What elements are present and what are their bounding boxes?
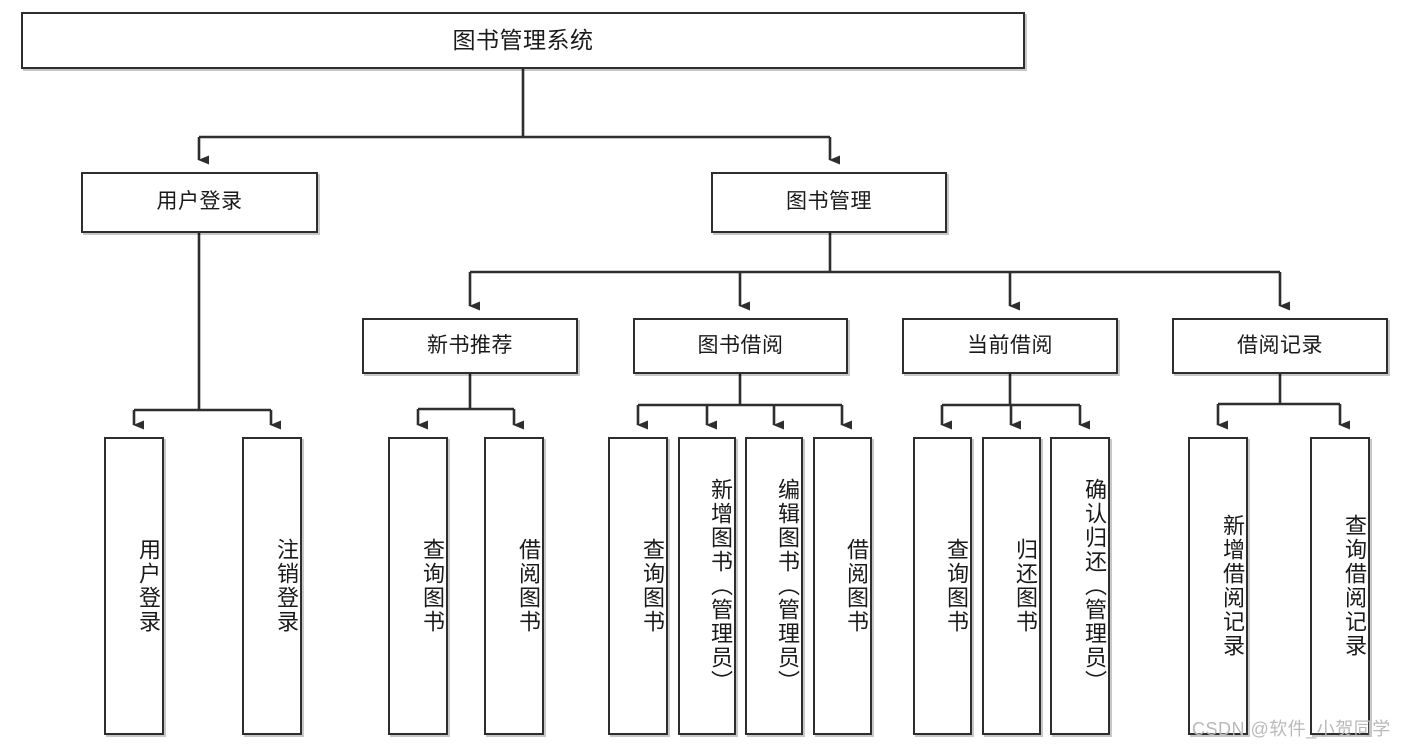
leaf-user-login[interactable]: 用户登录 [104, 437, 164, 735]
leaf-query-book-3-label: 查询图书 [944, 538, 969, 634]
leaf-add-borrow-record[interactable]: 新增借阅记录 [1188, 437, 1248, 735]
leaf-borrow-book-2[interactable]: 借阅图书 [813, 437, 872, 735]
leaf-borrow-book-1[interactable]: 借阅图书 [484, 437, 544, 735]
node-user-login-label: 用户登录 [156, 190, 243, 214]
node-current-borrow-label: 当前借阅 [967, 333, 1053, 357]
leaf-logout[interactable]: 注销登录 [242, 437, 302, 735]
leaf-query-book-2-label: 查询图书 [640, 538, 665, 634]
leaf-edit-book-label: 编辑图书（管理员） [775, 478, 800, 694]
node-book-management-label: 图书管理 [786, 190, 872, 214]
node-current-borrow[interactable]: 当前借阅 [902, 318, 1118, 374]
leaf-query-borrow-record[interactable]: 查询借阅记录 [1310, 437, 1370, 735]
leaf-query-book-3[interactable]: 查询图书 [913, 437, 972, 735]
leaf-logout-label: 注销登录 [274, 538, 299, 634]
leaf-query-book-2[interactable]: 查询图书 [608, 437, 668, 735]
node-book-management[interactable]: 图书管理 [711, 172, 947, 233]
leaf-borrow-book-2-label: 借阅图书 [844, 538, 869, 634]
leaf-return-book[interactable]: 归还图书 [982, 437, 1041, 735]
node-borrow-record-label: 借阅记录 [1237, 333, 1323, 357]
node-root[interactable]: 图书管理系统 [21, 12, 1025, 69]
leaf-edit-book[interactable]: 编辑图书（管理员） [745, 437, 803, 735]
leaf-borrow-book-1-label: 借阅图书 [516, 538, 541, 634]
leaf-confirm-return-label: 确认归还（管理员） [1082, 478, 1107, 694]
leaf-add-book[interactable]: 新增图书（管理员） [678, 437, 736, 735]
leaf-query-book-1-label: 查询图书 [420, 538, 445, 634]
node-book-borrow[interactable]: 图书借阅 [633, 318, 848, 374]
node-new-book-recommend-label: 新书推荐 [427, 333, 513, 357]
leaf-add-book-label: 新增图书（管理员） [708, 478, 733, 694]
node-new-book-recommend[interactable]: 新书推荐 [362, 318, 578, 374]
leaf-query-book-1[interactable]: 查询图书 [388, 437, 448, 735]
leaf-confirm-return[interactable]: 确认归还（管理员） [1050, 437, 1110, 735]
node-borrow-record[interactable]: 借阅记录 [1172, 318, 1388, 374]
node-user-login[interactable]: 用户登录 [81, 172, 318, 233]
leaf-return-book-label: 归还图书 [1013, 538, 1038, 634]
node-root-label: 图书管理系统 [452, 26, 594, 53]
leaf-query-borrow-record-label: 查询借阅记录 [1342, 514, 1367, 658]
node-book-borrow-label: 图书借阅 [697, 333, 784, 357]
leaf-add-borrow-record-label: 新增借阅记录 [1220, 514, 1245, 658]
leaf-user-login-label: 用户登录 [136, 538, 161, 634]
csdn-watermark: CSDN @软件_小贺同学 [1192, 719, 1391, 739]
